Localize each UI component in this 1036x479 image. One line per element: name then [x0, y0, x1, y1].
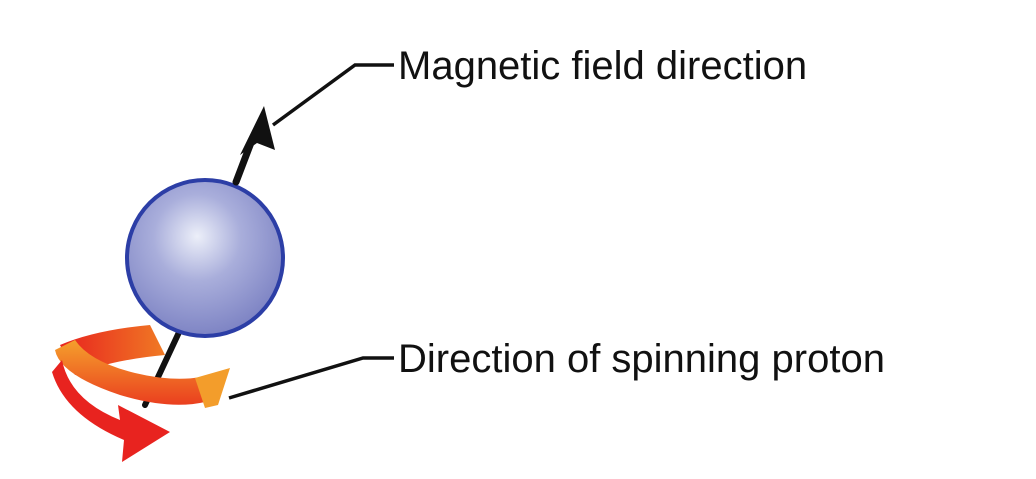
spin-arrow-front-band	[55, 340, 220, 405]
proton-sphere	[125, 178, 285, 338]
spinning-proton-direction-label: Direction of spinning proton	[398, 337, 885, 381]
magnetic-field-leader-line	[271, 63, 394, 127]
magnetic-field-arrow-icon	[240, 106, 275, 155]
spin-arrow-side-band	[195, 368, 230, 408]
spin-direction-leader-line	[228, 356, 394, 400]
magnetic-field-direction-label: Magnetic field direction	[398, 44, 807, 88]
curved-spin-arrow-icon	[52, 360, 170, 462]
